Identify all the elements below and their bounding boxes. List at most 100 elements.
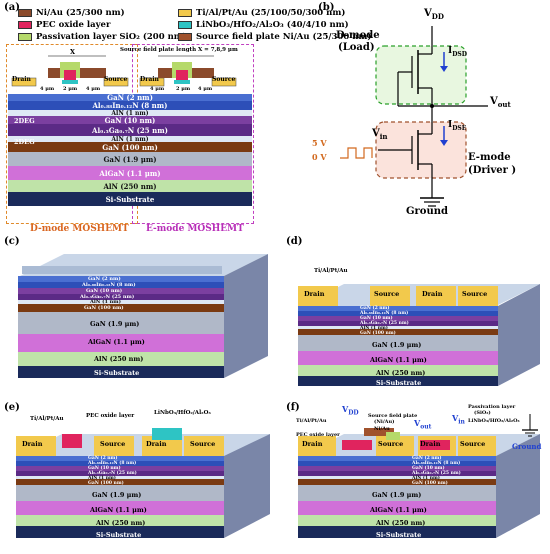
0v-label: 0 V xyxy=(312,152,327,162)
f-vin-label: Vin xyxy=(452,413,465,426)
idsd-label: IDSD xyxy=(448,46,467,58)
dim-2um-1: 2 μm xyxy=(63,86,78,92)
f-ground-label: Ground xyxy=(512,442,542,451)
d-source-2 xyxy=(458,286,498,306)
drain-label-1: Drain xyxy=(12,76,31,83)
panel-a-layer-stack: GaN (2 nm) Al₀.₈₈In₀.₁₂N (8 nm) AlN (1 n… xyxy=(8,93,252,208)
f-pec xyxy=(342,440,372,450)
dmode-label: D-mode MOSHEMT xyxy=(30,224,129,234)
c-aln-label: AlN (250 nm) xyxy=(94,355,144,363)
ground-label: Ground xyxy=(406,206,449,217)
panel-f-3d xyxy=(298,414,540,538)
layer-aln-1: AlN (1 nm) xyxy=(8,110,252,117)
f-si-label: Si-Substrate xyxy=(376,531,422,539)
dim-4um-1: 4 μm xyxy=(40,86,55,92)
panel-label-e: (e) xyxy=(4,402,20,413)
e-source-label-1: Source xyxy=(100,440,126,448)
c-layer-5: GaN (100 nm) xyxy=(84,305,124,311)
legend-item-passivation: Passivation layer SiO₂ (200 nm) xyxy=(18,32,187,42)
e-layer-list: GaN (2 nm) Al₀.₈₈In₀.₁₂N (8 nm) GaN (10 … xyxy=(88,456,137,486)
c-algan-label: AlGaN (1.1 μm) xyxy=(88,338,145,346)
legend-item-linbo3: LiNbO₃/HfO₂/Al₂O₃ (40/4/10 nm) xyxy=(178,20,349,30)
e-si-label: Si-Substrate xyxy=(96,531,142,539)
panel-label-c: (c) xyxy=(4,236,20,247)
e-source-label-2: Source xyxy=(190,440,216,448)
drain-contact-1 xyxy=(11,77,37,87)
c-layer-1: Al₀.₈₈In₀.₁₂N (8 nm) xyxy=(82,282,136,288)
f-lin-label: LiNbO₃/HfO₂/Al₂O₃ xyxy=(468,418,520,424)
d-gan19-label: GaN (1.9 μm) xyxy=(372,341,422,349)
legend-item-field-plate: Source field plate Ni/Au (25/300 nm) xyxy=(178,32,371,42)
c-aln1 xyxy=(18,300,224,304)
panel-d-3d xyxy=(298,284,540,386)
f-drain-label-2: Drain xyxy=(420,440,441,448)
f-field-plate xyxy=(364,428,394,436)
f-gan19-label: GaN (1.9 μm) xyxy=(372,491,422,499)
c-algan xyxy=(18,294,224,300)
layer-alinn: Al₀.₈₈In₀.₁₂N (8 nm) xyxy=(8,101,252,110)
e-pec-label: PEC oxide layer xyxy=(86,413,135,419)
legend: Ni/Au (25/300 nm) Ti/Al/Pt/Au (25/100/50… xyxy=(8,8,371,44)
fp-length-label: Source field plate length X = 7,8,9 μm xyxy=(120,47,238,53)
panel-c-3d xyxy=(18,254,268,378)
legend-item-pec: PEC oxide layer xyxy=(18,20,110,30)
c-gan19-label: GaN (1.9 μm) xyxy=(90,320,140,328)
c-layer-4: AlN (1 nm) xyxy=(90,299,121,305)
e-algan-label: AlGaN (1.1 μm) xyxy=(90,506,147,514)
f-niau-label: Ni/Au xyxy=(374,426,390,432)
e-drain-label-2: Drain xyxy=(146,440,167,448)
dmode-circuit-label: D-mode xyxy=(336,30,380,41)
2deg-label-1: 2DEG xyxy=(14,117,35,125)
emode-circuit-label: E-mode xyxy=(468,152,511,163)
d-drain-label-1: Drain xyxy=(304,290,325,298)
source-label-2: Source xyxy=(212,76,236,83)
f-vout-label: Vout xyxy=(414,418,432,431)
source-contact-1 xyxy=(103,77,129,87)
2deg-label-2: 2DEG xyxy=(14,138,35,146)
f-pec-label: PEC oxide layer xyxy=(296,432,340,438)
f-vdd-label: VDD xyxy=(342,404,359,417)
driver-label: (Driver ) xyxy=(468,165,517,176)
f-pass2-label: (SiO₂) xyxy=(474,410,491,416)
d-source-1 xyxy=(370,286,410,306)
source-contact-2 xyxy=(211,77,237,87)
c-alinn xyxy=(18,282,224,288)
vin-label: Vin xyxy=(372,128,388,141)
f-aln-label: AlN (250 nm) xyxy=(376,519,426,527)
d-source-label-1: Source xyxy=(374,290,400,298)
layer-algan-25nm: Al₀.₃Ga₀.₇N (25 nm) xyxy=(8,124,252,136)
drain-label-2: Drain xyxy=(140,76,159,83)
f-layer-list: GaN (2 nm) Al₀.₈₈In₀.₁₂N (8 nm) GaN (10 … xyxy=(412,456,461,486)
e-pec xyxy=(62,434,82,448)
layer-aln-2: AlN (1 nm) xyxy=(8,136,252,143)
panel-label-a: (a) xyxy=(4,2,20,13)
load-label: (Load) xyxy=(338,42,375,53)
dim-4um-4: 4 μm xyxy=(198,86,213,92)
c-layer-2: GaN (10 nm) xyxy=(86,288,123,294)
panel-b-circuit xyxy=(340,26,488,207)
legend-item-niau: Ni/Au (25/300 nm) xyxy=(18,8,125,18)
c-gan10 xyxy=(18,288,224,294)
f-pass-label: Passivation layer xyxy=(468,404,516,410)
d-drain-2 xyxy=(416,286,456,306)
layer-si-substrate: Si-Substrate xyxy=(8,192,252,206)
f-ti-label: Ti/Al/Pt/Au xyxy=(296,418,327,424)
e-lin-label: LiNbO₃/HfO₂/Al₂O₃ xyxy=(154,410,211,416)
vout-label: Vout xyxy=(490,96,511,109)
fins-c xyxy=(22,266,222,274)
linbo3-2 xyxy=(174,80,190,84)
f-source-label-2: Source xyxy=(460,440,486,448)
c-layer-3: Al₀.₃Ga₀.₇N (25 nm) xyxy=(80,294,135,300)
5v-label: 5 V xyxy=(312,138,327,148)
d-ti-label: Ti/Al/Pt/Au xyxy=(314,268,348,274)
gate-2 xyxy=(176,70,188,80)
c-gan19 xyxy=(18,312,224,334)
layer-gan-100nm: GaN (100 nm) xyxy=(8,142,252,152)
gate-1 xyxy=(64,70,76,80)
c-gan2 xyxy=(18,276,224,282)
emode-label: E-mode MOSHEMT xyxy=(146,224,244,234)
dim-2um-2: 2 μm xyxy=(176,86,191,92)
drain-contact-2 xyxy=(139,77,165,87)
panel-label-f: (f) xyxy=(286,402,300,413)
c-si xyxy=(18,366,224,378)
